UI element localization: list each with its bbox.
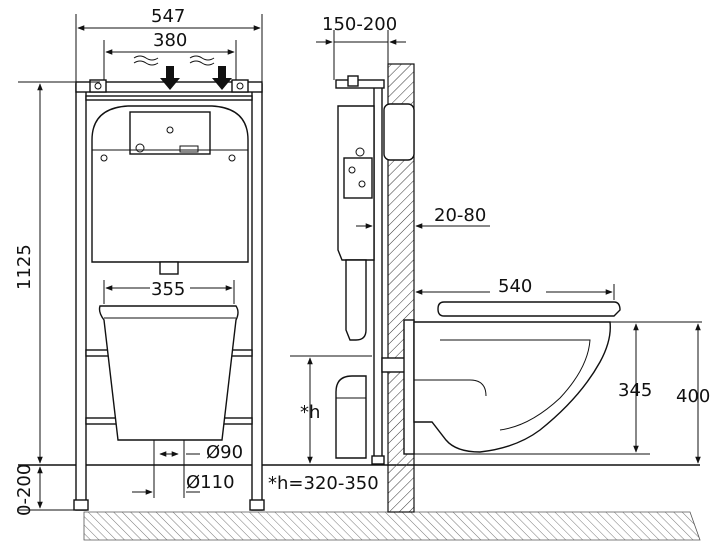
dim-inlet-spacing: 380: [103, 30, 237, 80]
dim-h: *h *h=320-350: [268, 355, 379, 494]
dim-bowl-width: 355: [103, 279, 235, 304]
dim-0-200-label: 0-200: [14, 464, 35, 516]
dim-wall-depth: 150-200: [316, 14, 406, 80]
dim-1125-label: 1125: [14, 244, 35, 290]
dim-d110-label: Ø110: [186, 472, 235, 493]
dim-355-label: 355: [151, 279, 185, 300]
inlet-arrows: [133, 55, 232, 90]
frame-front-view: [73, 79, 265, 511]
floor: [18, 464, 701, 541]
dim-frame-height: 1125: [14, 81, 100, 464]
dim-bowl-length: 540: [413, 276, 615, 320]
dim-345-label: 345: [618, 380, 652, 401]
dim-frame-width: 547: [75, 6, 263, 82]
dim-540-label: 540: [498, 276, 532, 297]
toilet-side-view: [413, 301, 621, 453]
dim-547-label: 547: [151, 6, 185, 27]
dim-d90-label: Ø90: [206, 442, 243, 463]
dim-h-label: *h: [300, 402, 320, 423]
frame-side-view: [335, 75, 469, 465]
dim-seat-height: 345 400: [414, 321, 710, 464]
dim-400-label: 400: [676, 386, 710, 407]
dim-wall-offset: 20-80: [356, 205, 490, 229]
dim-pipes: Ø90 Ø110: [132, 440, 243, 498]
dim-380-label: 380: [153, 30, 187, 51]
dim-h-range-label: *h=320-350: [268, 473, 379, 494]
dim-adjust-range: 0-200: [14, 464, 43, 516]
dim-150-200-label: 150-200: [322, 14, 397, 35]
dim-20-80-label: 20-80: [434, 205, 486, 226]
